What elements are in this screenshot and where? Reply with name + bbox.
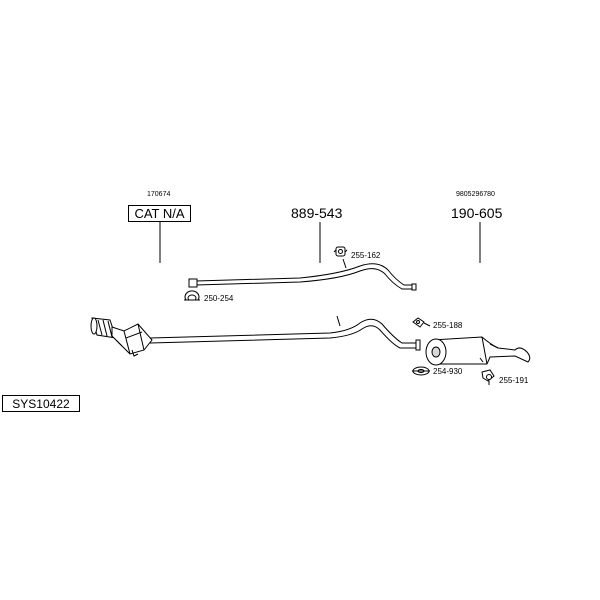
clamp-255-191-icon [481,369,495,385]
front-pipe-drawing [90,315,421,357]
middle-pipe-drawing [188,258,417,291]
gasket-254-930-icon [412,366,430,376]
fitting-label-255-191: 255-191 [499,376,529,385]
mount-255-188-icon [412,317,431,328]
catalyst-drawing [111,323,153,357]
catalyst-part-label: CAT N/A [128,205,191,222]
middle-pipe-part-number: 889-543 [291,205,343,221]
fitting-label-254-930: 254-930 [433,367,463,376]
fitting-label-255-162: 255-162 [351,251,381,260]
rear-silencer-ref-number: 9805296780 [456,191,495,198]
fitting-label-250-254: 250-254 [204,294,234,303]
mount-255-162-icon [333,246,348,257]
fitting-label-255-188: 255-188 [433,321,463,330]
system-code-text: SYS10422 [12,396,70,411]
clamp-250-254-icon [184,290,200,301]
catalyst-part-text: CAT N/A [134,206,185,221]
rear-silencer-drawing [425,336,531,366]
catalyst-ref-number: 170674 [147,191,171,198]
system-code-label: SYS10422 [2,395,80,412]
rear-silencer-part-number: 190-605 [451,205,503,221]
